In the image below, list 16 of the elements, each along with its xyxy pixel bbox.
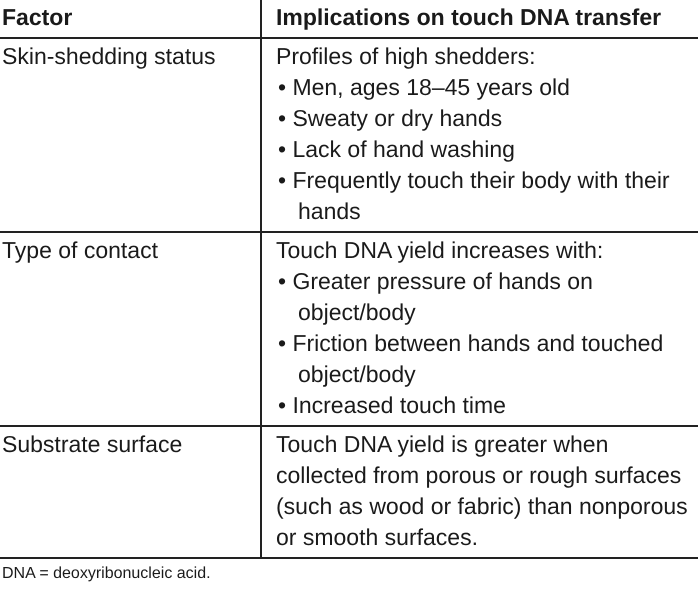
column-header: Factor <box>2 3 74 32</box>
row-label: Type of contact <box>2 236 159 265</box>
row-label: Substrate surface <box>2 430 184 459</box>
row-label: Skin-shedding status <box>2 42 217 71</box>
list-item: • Greater pressure of hands on object/body <box>277 267 594 327</box>
list-item: • Men, ages 18–45 years old <box>277 73 571 102</box>
list-item: • Increased touch time <box>277 391 507 420</box>
cell-text: Profiles of high shedders: <box>276 42 537 71</box>
column-header: Implications on touch DNA transfer <box>276 3 662 32</box>
list-item: • Friction between hands and touched object/body <box>277 329 664 389</box>
list-item: • Sweaty or dry hands <box>277 104 504 133</box>
footnote: DNA = deoxyribonucleic acid. <box>1 564 212 584</box>
list-item: • Frequently touch their body with their hands <box>277 166 671 226</box>
cell-text: Touch DNA yield increases with: <box>276 236 604 265</box>
cell-text: Touch DNA yield is greater when collected from porous or rough surfaces (such as wood or fabric) than nonporous or smooth surfaces. <box>276 430 689 552</box>
list-item: • Lack of hand washing <box>277 135 516 164</box>
